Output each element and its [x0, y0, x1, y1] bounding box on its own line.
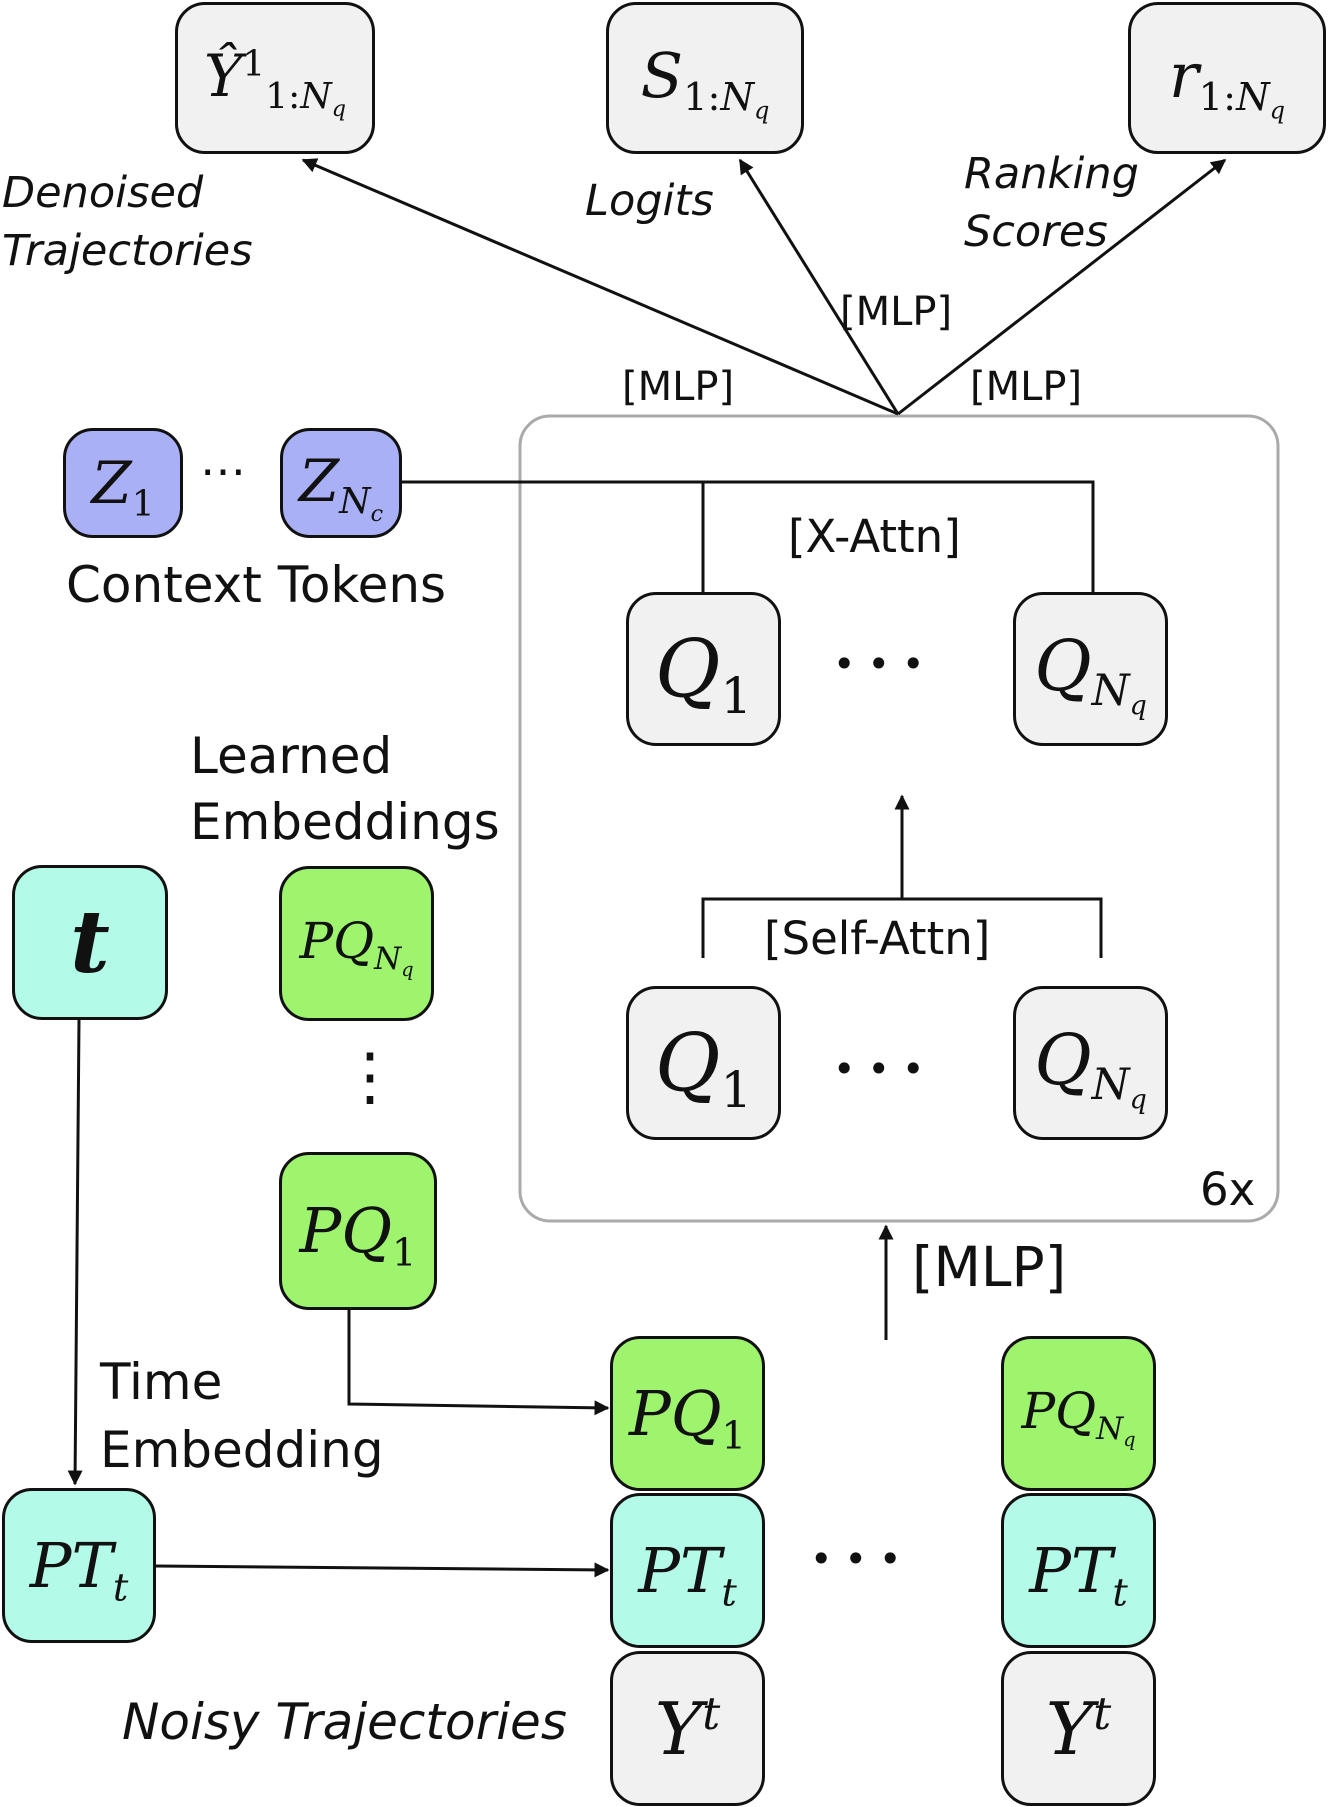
input-stackn-y: Yt [1001, 1651, 1156, 1806]
learned-embedding-pqn: PQNq [279, 866, 434, 1021]
cross-attn-dots: • • • [833, 642, 925, 686]
arrow-pq1-to-stack [347, 1310, 610, 1416]
ranking-output-symbol: r1:Nq [1169, 38, 1285, 126]
noisy-trajectories-label: Noisy Trajectories [122, 1693, 567, 1751]
ranking-label-line1: Ranking [964, 149, 1139, 199]
mlp-input-label: [MLP] [912, 1235, 1067, 1299]
mlp-label-right: [MLP] [970, 364, 1083, 410]
context-to-x-attn [402, 480, 1095, 592]
x-attn-label: [X-Attn] [788, 510, 961, 563]
transformer-block [518, 414, 1280, 1223]
time-embedding-line1: Time [100, 1353, 223, 1411]
arrow-to-denoised [301, 158, 899, 416]
self-attn-dots: • • • [833, 1047, 925, 1091]
learned-embeddings-line1: Learned [190, 727, 393, 785]
logits-output-symbol: S1:Nq [640, 38, 770, 126]
context-token-zn: ZNc [280, 428, 402, 538]
context-token-z1: Z1 [63, 428, 183, 538]
arrow-t-to-pt [67, 1019, 83, 1486]
context-dots: ⋯ [200, 444, 246, 498]
input-stack1-pt: PTt [610, 1493, 765, 1648]
input-stackn-pqn: PQNq [1001, 1336, 1156, 1491]
denoised-output-symbol: Ŷ11:Nq [204, 41, 346, 123]
logits-label: Logits [585, 176, 714, 226]
arrow-to-ranking [897, 158, 1227, 416]
denoised-label-line2: Trajectories [2, 226, 253, 276]
arrow-pt-to-stack [155, 1562, 610, 1578]
self-attn-query-qn: QNq [1013, 986, 1168, 1140]
cross-attn-query-q1: Q1 [626, 592, 781, 746]
learned-embedding-pq1: PQ1 [279, 1152, 437, 1310]
ranking-output-box: r1:Nq [1128, 2, 1326, 154]
context-tokens-label: Context Tokens [66, 556, 447, 614]
repeat-count-label: 6x [1200, 1163, 1256, 1216]
ranking-label-line2: Scores [964, 207, 1108, 257]
time-embedding-pt-box: PTt [2, 1488, 156, 1643]
cross-attn-query-qn: QNq [1013, 592, 1168, 746]
denoised-output-box: Ŷ11:Nq [175, 2, 375, 154]
input-stacks-dots: • • • [810, 1537, 902, 1581]
timestep-t-box: t [12, 865, 168, 1020]
mlp-label-left: [MLP] [622, 364, 735, 410]
denoised-label-line1: Denoised [2, 168, 204, 218]
arrow-to-logits [738, 158, 900, 415]
learned-embeddings-line2: Embeddings [190, 793, 500, 851]
self-attn-query-q1: Q1 [626, 986, 781, 1140]
input-stackn-pt: PTt [1001, 1493, 1156, 1648]
learned-embeddings-vdots: ⋮ [338, 1040, 402, 1114]
self-attn-label: [Self-Attn] [764, 912, 991, 965]
mlp-label-center: [MLP] [840, 289, 953, 335]
input-stack1-pq1: PQ1 [610, 1336, 765, 1491]
logits-output-box: S1:Nq [606, 2, 804, 154]
time-embedding-line2: Embedding [100, 1421, 384, 1479]
input-stack1-y: Yt [610, 1651, 765, 1806]
